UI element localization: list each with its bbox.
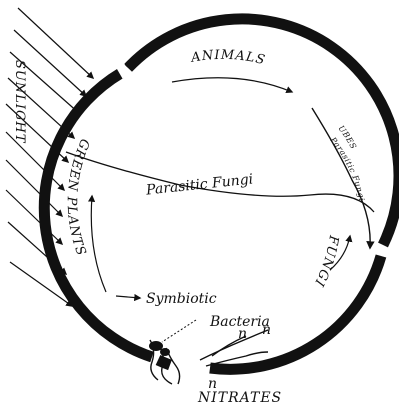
ring-segment-top-right xyxy=(128,19,399,245)
ring-segment-bottom-right xyxy=(210,256,381,369)
animals-flow-arrow xyxy=(172,78,292,92)
green-plants-flow-arrow xyxy=(91,196,106,292)
nitrates-label: NITRATES xyxy=(197,390,282,406)
bacteria-dotted-link xyxy=(162,320,196,342)
animals-label: ANIMALS xyxy=(189,48,267,69)
bacteria-strand xyxy=(200,330,268,360)
parasitic-fungi-label: Parasitic Fungi xyxy=(144,171,254,198)
green-plants-label: GREEN PLANTS xyxy=(64,136,92,258)
root-nodule xyxy=(160,348,170,356)
sunlight-label: SUNLIGHT xyxy=(12,60,27,144)
symbiotic-label: Symbiotic xyxy=(146,291,217,307)
root-nodule xyxy=(149,341,163,351)
sun-ray xyxy=(6,190,62,244)
symbiotic-arrow xyxy=(116,296,140,298)
fungi-label: FUNGI xyxy=(311,233,341,289)
